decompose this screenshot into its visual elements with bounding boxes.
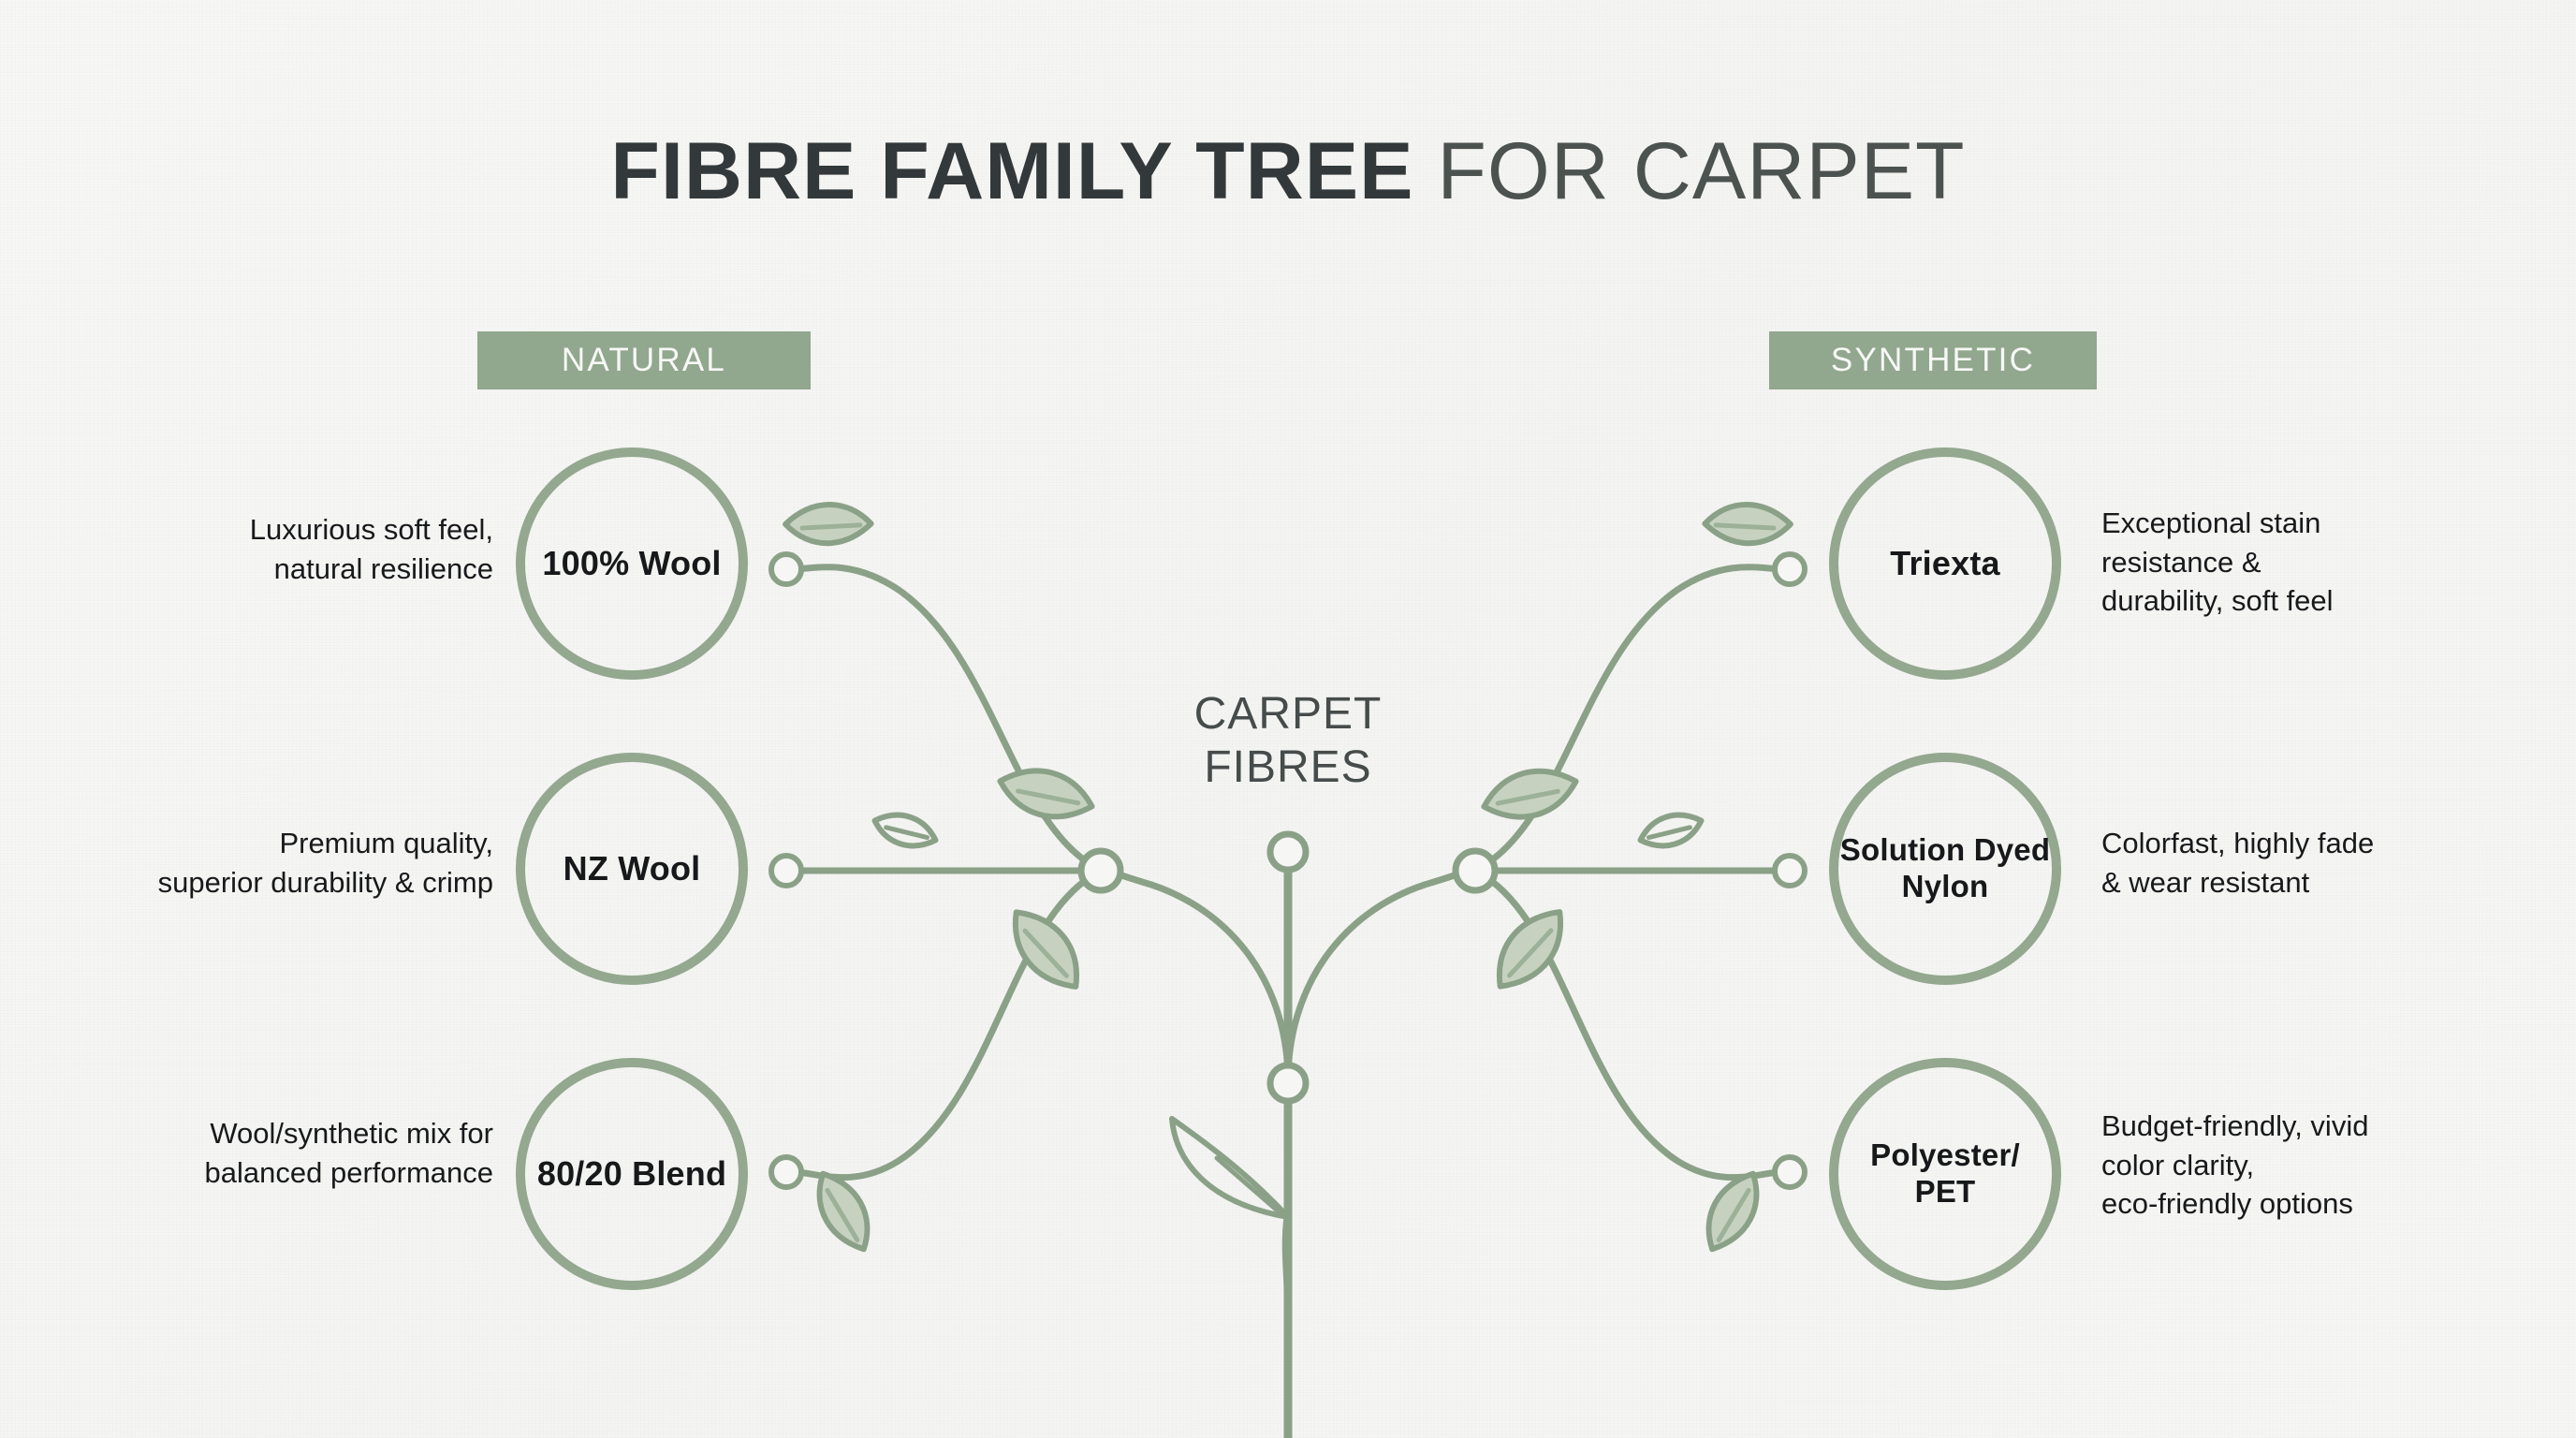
leaf-icon	[1702, 502, 1793, 547]
node-icon	[1772, 1154, 1808, 1190]
fibre-circle-natural-2[interactable]: 80/20 Blend	[516, 1058, 748, 1290]
fibre-description-natural-0: Luxurious soft feel, natural resilience	[249, 513, 493, 585]
stem-bend-icon	[1281, 1212, 1293, 1297]
fibre-circle-label: 100% Wool	[542, 543, 722, 582]
leaf-icon	[1637, 812, 1705, 849]
leaf-icon	[871, 812, 939, 849]
leaf-icon	[1169, 1116, 1291, 1220]
fibre-circle-natural-0[interactable]: 100% Wool	[516, 448, 748, 680]
node-icon	[1452, 847, 1499, 894]
node-icon	[1077, 847, 1124, 894]
category-badge-natural: NATURAL	[477, 331, 811, 389]
category-badge-synthetic: SYNTHETIC	[1769, 331, 2097, 389]
branch-left-top	[794, 564, 1095, 869]
branch-right-bottom	[1481, 873, 1782, 1181]
fibre-description-natural-2: Wool/synthetic mix for balanced performa…	[204, 1117, 493, 1189]
leaf-icon	[1705, 1170, 1760, 1253]
fibre-circle-synthetic-0[interactable]: Triexta	[1829, 448, 2061, 680]
fibre-description-synthetic-1: Colorfast, highly fade & wear resistant	[2101, 827, 2375, 899]
fibre-description-synthetic-0: Exceptional stain resistance & durabilit…	[2101, 506, 2334, 618]
node-icon	[1772, 551, 1808, 587]
branch-left-main	[1103, 867, 1292, 1085]
node-icon	[1266, 1062, 1310, 1105]
fibre-circle-label: Solution Dyed Nylon	[1839, 832, 2051, 903]
leaf-icon	[997, 768, 1095, 820]
leaf-icon	[1012, 909, 1080, 990]
branch-left-bottom	[794, 873, 1095, 1181]
page-title: FIBRE FAMILY TREE FOR CARPET	[0, 131, 2576, 212]
fibre-circle-natural-1[interactable]: NZ Wool	[516, 753, 748, 985]
fibre-circle-synthetic-2[interactable]: Polyester/ PET	[1829, 1058, 2061, 1290]
leaf-icon	[1481, 768, 1579, 820]
fibre-circle-label: 80/20 Blend	[536, 1153, 727, 1193]
fibre-description-natural-1: Premium quality, superior durability & c…	[157, 827, 493, 899]
fibre-description-synthetic-2: Budget-friendly, vivid color clarity, ec…	[2101, 1109, 2369, 1221]
branch-right-main	[1284, 867, 1473, 1085]
node-icon	[1772, 853, 1808, 888]
node-icon	[1266, 830, 1310, 873]
branch-right-top	[1481, 564, 1782, 869]
center-root-label: CARPET FIBRES	[1193, 689, 1383, 792]
node-icon	[768, 551, 804, 587]
node-icon	[768, 853, 804, 888]
fibre-circle-label: Triexta	[1890, 543, 2000, 582]
page-title-light: FOR CARPET	[1413, 126, 1966, 216]
fibre-circle-label: NZ Wool	[563, 848, 701, 888]
leaf-icon	[783, 502, 874, 547]
leaf-icon	[1496, 909, 1564, 990]
fibre-circle-label: Polyester/ PET	[1870, 1137, 2020, 1209]
page-title-strong: FIBRE FAMILY TREE	[610, 126, 1414, 216]
node-icon	[768, 1154, 804, 1190]
leaf-icon	[816, 1170, 871, 1253]
fibre-circle-synthetic-1[interactable]: Solution Dyed Nylon	[1829, 753, 2061, 985]
